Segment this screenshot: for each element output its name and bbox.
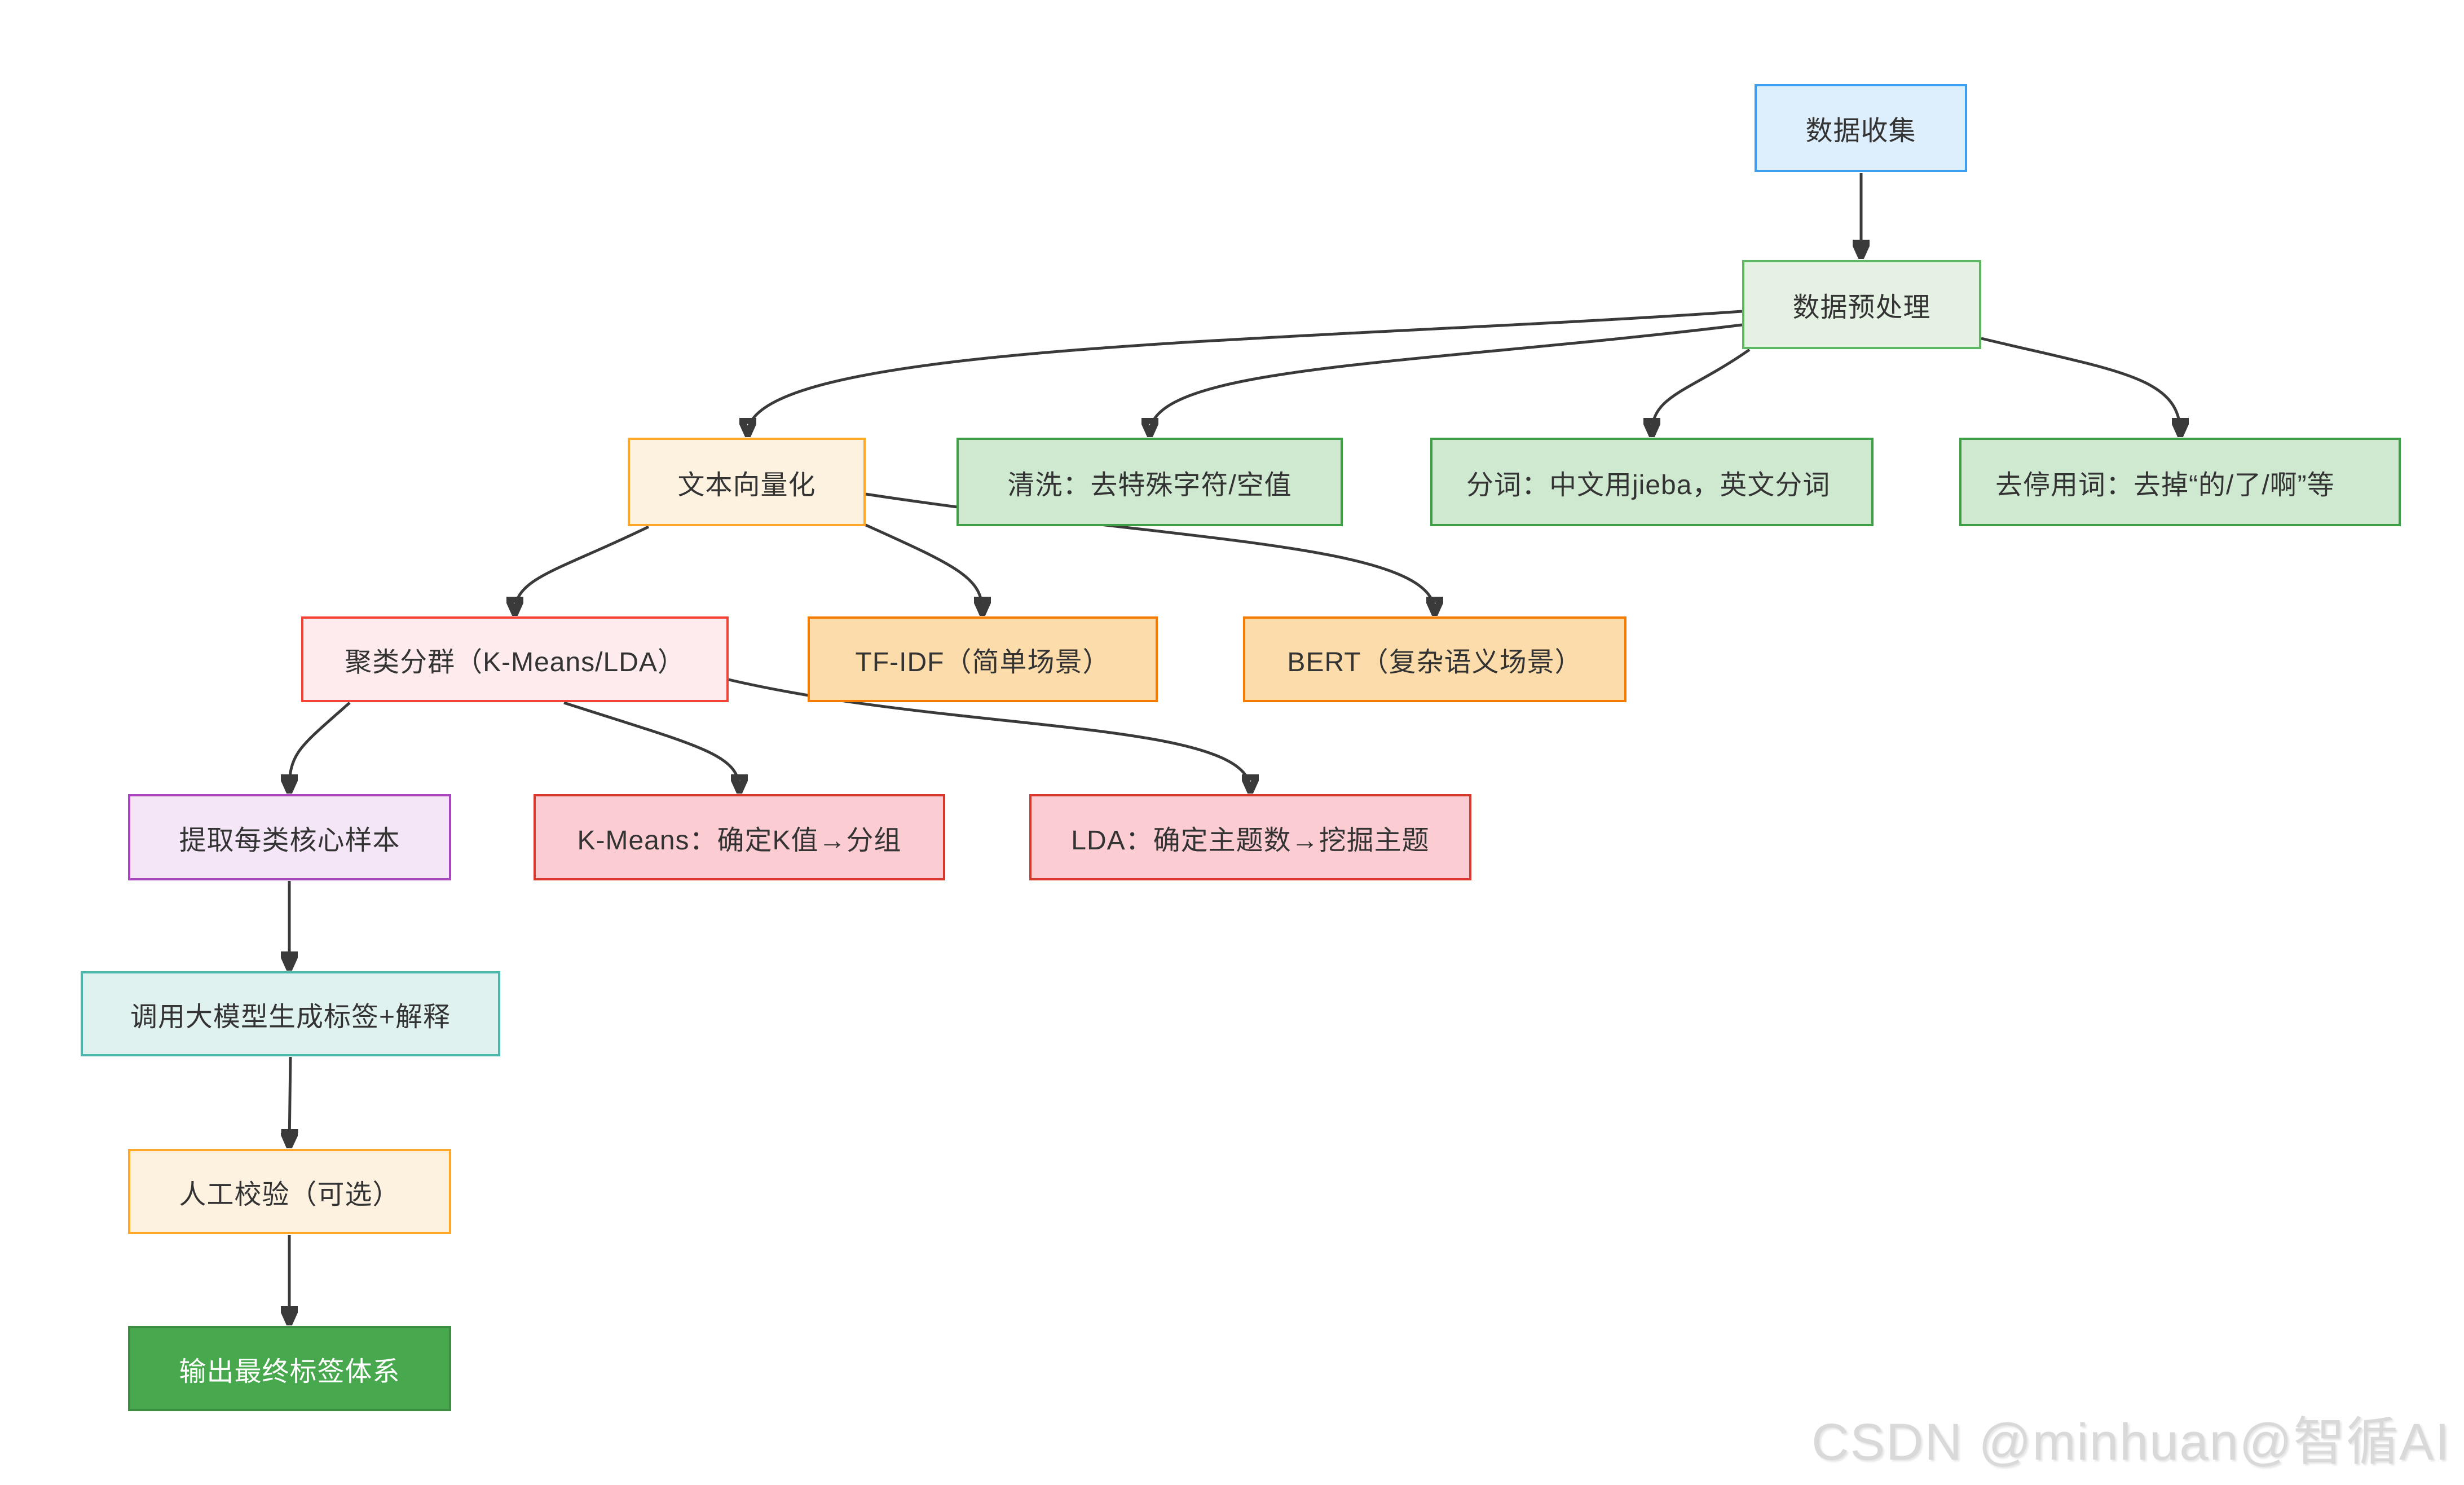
node-kmeans: K-Means：确定K值→分组 [534, 794, 945, 880]
node-data-collection: 数据收集 [1755, 84, 1967, 172]
node-llm-labeling: 调用大模型生成标签+解释 [81, 971, 500, 1056]
node-manual-review: 人工校验（可选） [128, 1149, 451, 1234]
edge-text-vectorization-to-tfidf [863, 523, 982, 612]
node-extract-core-samples: 提取每类核心样本 [128, 794, 451, 880]
node-tokenization: 分词：中文用jieba，英文分词 [1430, 438, 1874, 526]
edge-data-preprocessing-to-cleaning [1150, 323, 1743, 433]
csdn-watermark: CSDN @minhuan@智循AI [1811, 1413, 2450, 1471]
edge-llm-labeling-to-manual-review [289, 1056, 290, 1144]
edge-clustering-to-kmeans [563, 701, 739, 790]
node-data-preprocessing: 数据预处理 [1742, 260, 1981, 349]
node-clustering: 聚类分群（K-Means/LDA） [301, 616, 729, 702]
node-tfidf: TF-IDF（简单场景） [808, 616, 1158, 702]
node-cleaning: 清洗：去特殊字符/空值 [956, 438, 1343, 526]
node-bert: BERT（复杂语义场景） [1243, 616, 1626, 702]
node-stopword-removal: 去停用词：去掉“的/了/啊”等 [1959, 438, 2401, 526]
edge-text-vectorization-to-clustering [515, 525, 650, 612]
edge-clustering-to-extract-core-samples [289, 702, 351, 790]
node-lda: LDA：确定主题数→挖掘主题 [1029, 794, 1471, 880]
node-final-output: 输出最终标签体系 [128, 1326, 451, 1411]
node-text-vectorization: 文本向量化 [628, 438, 866, 526]
edge-data-preprocessing-to-stopword-removal [1981, 337, 2180, 433]
edge-data-preprocessing-to-tokenization [1652, 348, 1751, 433]
edge-data-preprocessing-to-text-vectorization [748, 310, 1743, 433]
